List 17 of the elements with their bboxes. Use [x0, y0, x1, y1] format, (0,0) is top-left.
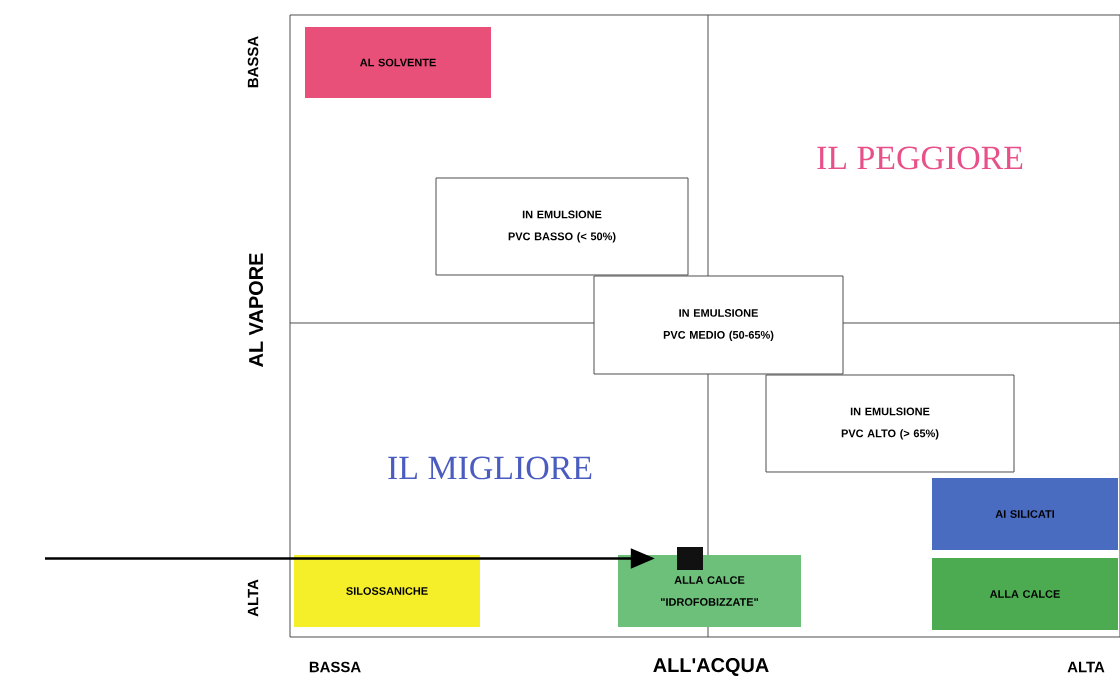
axis-label: BASSA: [309, 661, 361, 673]
category-box: IN EMULSIONE PVC BASSO (< 50%): [435, 177, 689, 276]
axis-label: BASSA: [247, 36, 259, 88]
axis-label: ALTA: [1067, 661, 1105, 673]
quadrant-label: IL MIGLIORE: [388, 456, 592, 480]
axis-label: ALTA: [247, 579, 259, 617]
quadrant-label: IL PEGGIORE: [817, 146, 1023, 170]
category-box: ALLA CALCE: [932, 558, 1118, 630]
category-box: AI SILICATI: [932, 478, 1118, 550]
axis-title: ALL'ACQUA: [653, 658, 769, 676]
marker-square: [677, 547, 703, 570]
category-box: SILOSSANICHE: [294, 555, 480, 627]
axis-title: AL VAPORE: [248, 253, 264, 367]
category-box: IN EMULSIONE PVC MEDIO (50-65%): [593, 275, 844, 375]
category-box: ALLA CALCE "IDROFOBIZZATE": [618, 555, 801, 627]
category-box: AL SOLVENTE: [305, 27, 491, 98]
category-box: IN EMULSIONE PVC ALTO (> 65%): [765, 374, 1015, 473]
